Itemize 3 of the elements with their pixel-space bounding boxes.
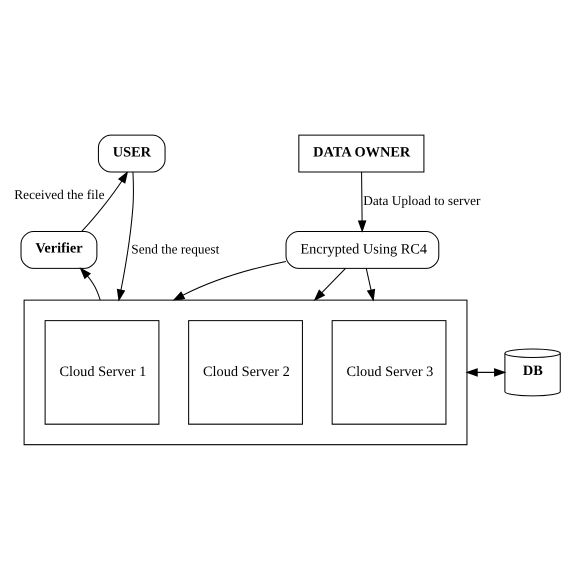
edge-label: Send the request: [131, 241, 220, 256]
edge-label: Data Upload to server: [363, 193, 480, 208]
edge-label: Received the file: [14, 187, 104, 202]
